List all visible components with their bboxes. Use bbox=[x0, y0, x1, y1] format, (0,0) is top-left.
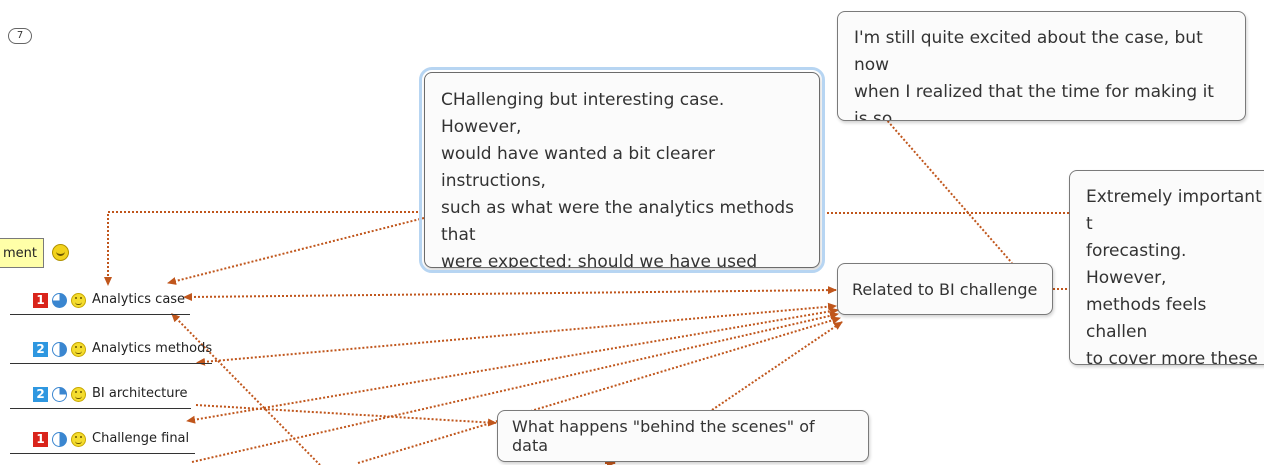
smiley-icon bbox=[71, 342, 86, 357]
subtopic-bi-architecture[interactable]: 2 BI architecture bbox=[10, 381, 191, 409]
main-feedback-note[interactable]: CHallenging but interesting case. Howeve… bbox=[419, 67, 825, 273]
connector-note-to-analytics-case bbox=[104, 211, 422, 286]
subtopic-challenge-final[interactable]: 1 Challenge final bbox=[10, 426, 195, 454]
connector-behind-scenes-related bbox=[711, 321, 843, 411]
subtopic-label: Analytics case bbox=[92, 292, 186, 307]
forecasting-note[interactable]: Extremely important t forecasting. Howev… bbox=[1069, 170, 1264, 365]
behind-the-scenes-topic[interactable]: What happens "behind the scenes" of data bbox=[497, 410, 869, 462]
subtopic-label: BI architecture bbox=[92, 386, 188, 401]
progress-50-icon bbox=[52, 432, 67, 447]
subtopic-label: Challenge final bbox=[92, 431, 190, 446]
progress-25-icon bbox=[52, 387, 67, 402]
collapse-count-badge[interactable]: 7 bbox=[8, 28, 32, 44]
excited-note[interactable]: I'm still quite excited about the case, … bbox=[837, 11, 1246, 121]
connector-bi-architecture-related bbox=[186, 307, 839, 424]
subtopic-analytics-case[interactable]: 1 Analytics case bbox=[10, 287, 190, 315]
connector-bi-to-behind-scenes bbox=[195, 404, 497, 427]
progress-50-icon bbox=[52, 342, 67, 357]
connector-analytics-case-related bbox=[183, 286, 837, 301]
subtopic-analytics-methods[interactable]: 2 Analytics methods bbox=[10, 336, 212, 364]
priority-1-icon: 1 bbox=[33, 293, 48, 308]
priority-2-icon: 2 bbox=[33, 342, 48, 357]
connector-excited-related bbox=[884, 117, 1013, 264]
connector-analytics-methods-related bbox=[196, 302, 837, 366]
connector-note-to-analytics-case-diag bbox=[167, 217, 425, 285]
progress-75-icon bbox=[52, 293, 67, 308]
priority-2-icon: 2 bbox=[33, 387, 48, 402]
subtopic-label: Analytics methods bbox=[92, 341, 213, 356]
parent-topic-label[interactable]: ment bbox=[0, 238, 44, 268]
priority-1-icon: 1 bbox=[33, 432, 48, 447]
smiley-icon bbox=[52, 244, 69, 261]
smiley-icon bbox=[71, 387, 86, 402]
smiley-icon bbox=[71, 293, 86, 308]
related-to-bi-topic[interactable]: Related to BI challenge bbox=[837, 263, 1053, 315]
smiley-icon bbox=[71, 432, 86, 447]
